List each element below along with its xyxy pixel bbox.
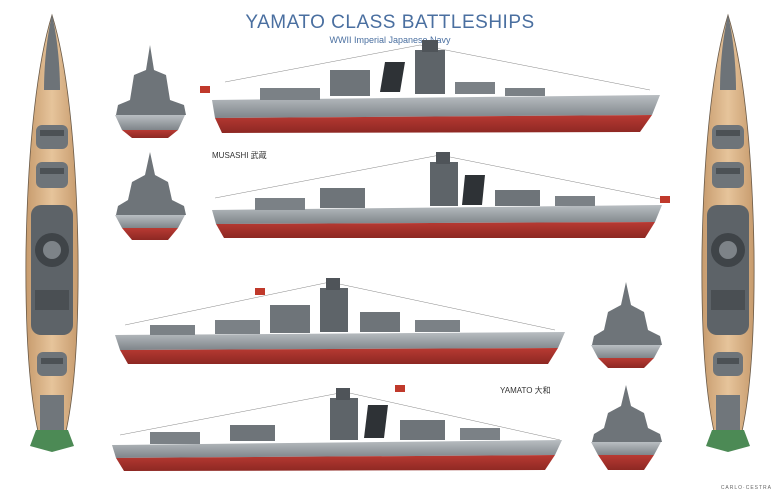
side-profile-4 [112, 385, 562, 471]
artist-credit: CARLO·CESTRA [720, 485, 772, 491]
front-view-2 [115, 152, 186, 240]
top-view-right [701, 13, 755, 452]
poster-subtitle: WWII Imperial Japanese Navy [329, 35, 451, 45]
front-view-4 [591, 385, 662, 470]
side-profile-1 [200, 40, 660, 133]
top-view-left [25, 13, 79, 452]
poster-title: YAMATO CLASS BATTLESHIPS [245, 12, 535, 33]
front-view-3 [591, 282, 662, 368]
yamato-label: YAMATO 大和 [500, 386, 551, 395]
front-view-1 [115, 45, 186, 138]
side-profile-3 [115, 278, 565, 364]
musashi-label: MUSASHI 武蔵 [212, 151, 267, 160]
side-profile-2 [212, 152, 670, 238]
